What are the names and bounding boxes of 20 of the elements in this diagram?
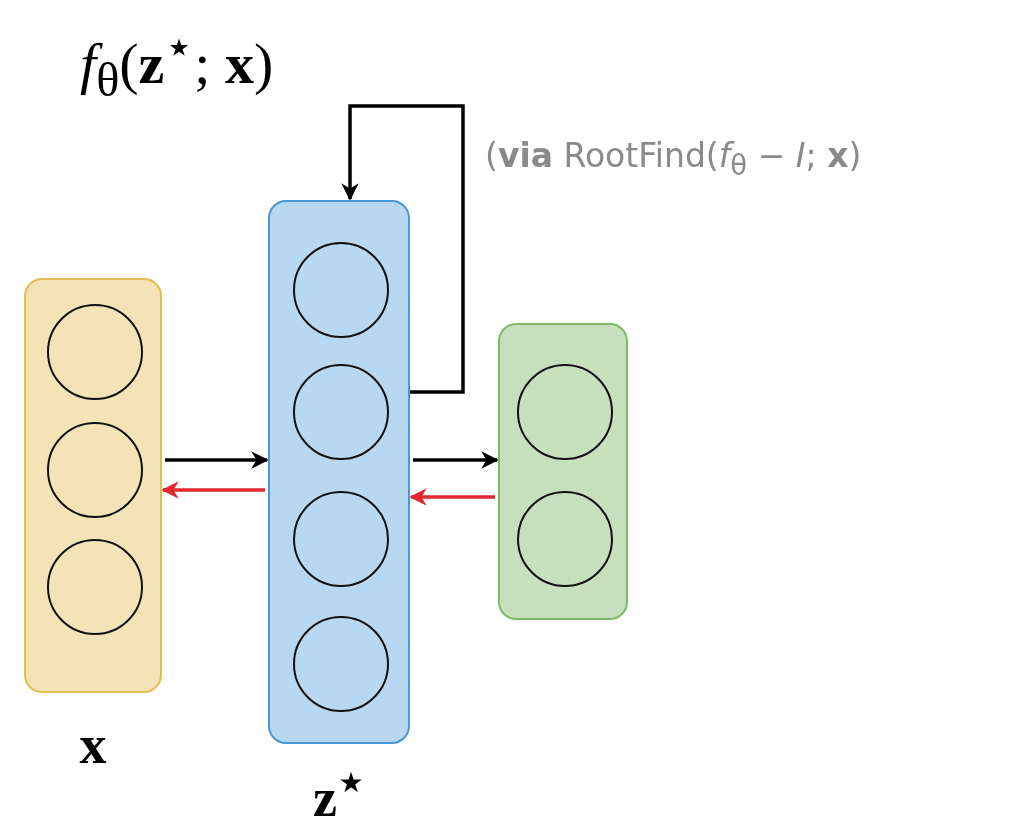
layer-label: x <box>79 718 107 772</box>
arrow <box>409 488 495 506</box>
feedback-arrow <box>341 104 465 394</box>
neuron-circle <box>293 616 389 712</box>
arrow <box>413 451 499 469</box>
arrow <box>161 481 265 499</box>
layer-box <box>24 278 162 693</box>
neuron-circle <box>47 304 143 400</box>
layer-label: z$^{⋆}$ <box>313 760 365 822</box>
layer-box <box>268 200 410 744</box>
neuron-circle <box>293 364 389 460</box>
neuron-circle <box>293 491 389 587</box>
layer-box <box>498 323 628 620</box>
equation-label: f$_{θ}$(z$^{⋆}$; x) <box>80 19 274 108</box>
neuron-circle <box>517 491 613 587</box>
neuron-circle <box>517 364 613 460</box>
neuron-circle <box>47 539 143 635</box>
neuron-circle <box>293 242 389 338</box>
arrow <box>165 451 269 469</box>
neuron-circle <box>47 422 143 518</box>
